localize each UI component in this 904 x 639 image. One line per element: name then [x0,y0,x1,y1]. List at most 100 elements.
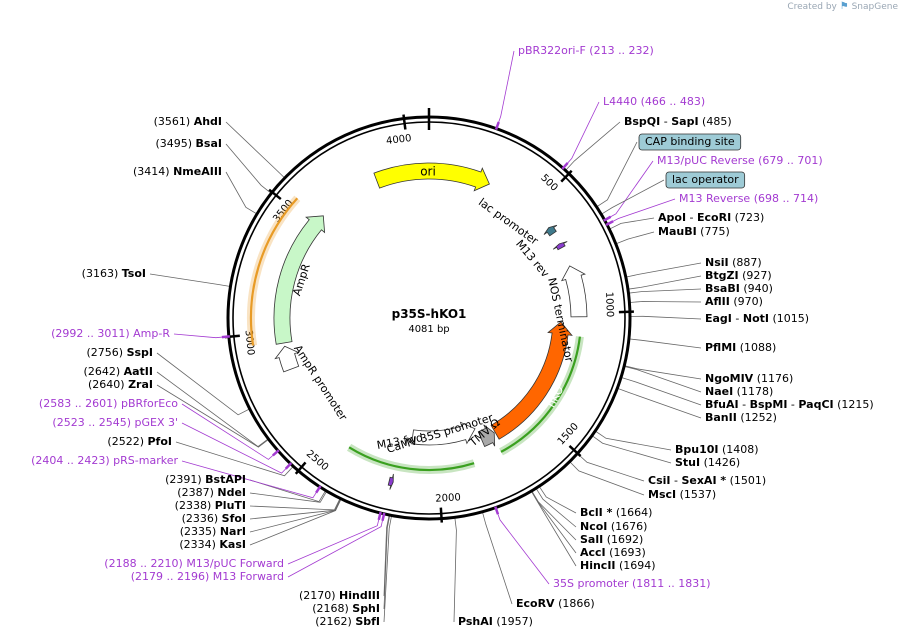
site-pfoi-number: (2522) [107,435,147,448]
leader-apoi [609,217,655,230]
site-hincii: HincII (1694) [580,559,656,572]
leader-sbfi [383,515,392,623]
feature-camv35s [411,421,476,446]
feature-m13-fwd [387,473,394,490]
feature-box-lac-operator [665,171,746,189]
site-csii-number: (1501) [726,474,766,487]
tick-label-500: 500 [538,172,559,193]
primer-mark-m13puc-fwd [377,511,382,521]
primer-mark-m13-reverse [605,220,614,227]
primer-mark-pgex3 [284,462,293,470]
leader-l4440 [562,101,600,169]
leader-m13puc-fwd [287,512,381,565]
site-sbfi-name: SbfI [355,615,380,628]
leader-ncoi [535,487,577,528]
site-naei-name: NaeI [705,385,733,398]
site-bsabi: BsaBI (940) [705,282,773,295]
site-tsoi: (3163) TsoI [82,267,146,280]
primer-l4440-range: (466 .. 483) [641,95,706,108]
tick-label-1000: 1000 [603,292,615,318]
site-pfoi: (2522) PfoI [107,435,172,448]
leader-ecorv [482,511,513,605]
tick-label-1500: 1500 [556,421,581,447]
primer-pgex3-name: pGEX 3' [134,416,178,429]
primer-m13puc-fwd-name: M13/pUC Forward [186,557,284,570]
site-ngomiv-name: NgoMIV [705,372,754,385]
site-bstapi-name: BstAPI [205,473,246,486]
tick-3500 [268,188,282,201]
site-csii: CsiI - SexAI * (1501) [648,474,766,487]
site-ndei-number: (2387) [177,486,217,499]
snapgene-app-name: SnapGene [851,2,898,12]
site-hindiii: (2170) HindIII [299,589,380,602]
tick-2500 [294,461,307,475]
leader-acci [531,490,577,554]
site-aatii-number: (2642) [84,365,124,378]
primer-mark-amp-r [221,335,230,339]
feature-label-ori: ori [420,165,436,179]
site-aatii: (2642) AatII [84,365,153,378]
primer-mark-35s-promoter [494,506,500,515]
site-sbfi: (2162) SbfI [315,615,380,628]
primer-m13puc-rev: M13/pUC Reverse (679 .. 701) [657,154,823,167]
primer-m13-forward-name: M13 Forward [213,570,284,583]
site-banii-number: (1252) [737,411,777,424]
tick-label-4000: 4000 [386,133,413,147]
site-eagi-name: EagI [705,312,732,325]
leader-banii [617,387,702,419]
primer-m13puc-rev-name: M13/pUC Reverse [657,154,758,167]
site-ahdi: (3561) AhdI [154,115,222,128]
site-nari-name: NarI [220,525,246,538]
site-acci-number: (1693) [606,546,646,559]
site-pflmi-number: (1088) [736,341,776,354]
site-hincii-name: HincII [580,559,616,572]
feature-hko [490,321,573,440]
site-bstapi: (2391) BstAPI [165,473,246,486]
site-bsai-number: (3495) [155,137,195,150]
leader-lines [149,50,702,623]
tick-1500 [568,444,582,457]
site-ngomiv: NgoMIV (1176) [705,372,793,385]
site-bfuai: BfuAI - BspMI - PaqCI (1215) [705,398,874,411]
leader-sspi [156,352,250,416]
site-bspqi-name2: SapI [671,115,698,128]
site-aflii: AflII (970) [705,295,763,308]
leader-btgzi [627,275,702,290]
site-bspqi-number: (485) [699,115,732,128]
site-ncoi-name: NcoI [580,520,607,533]
primer-mark-l4440 [561,162,569,170]
leader-bstapi [249,479,327,503]
site-bpu10i-number: (1408) [719,443,759,456]
site-pluti: (2338) PluTI [175,499,246,512]
site-aflii-name: AflII [705,295,730,308]
primer-prs-marker: (2404 .. 2423) pRS-marker [31,454,178,467]
site-nari-number: (2335) [180,525,220,538]
site-aflii-number: (970) [730,295,763,308]
feature-box-cap-binding-site-label: CAP binding site [645,135,735,148]
feature-label-lac-promoter: lac promoter [476,196,541,248]
site-naei-number: (1178) [733,385,773,398]
leader-cap-binding-site [596,141,638,208]
site-eagi-sep: - [732,312,743,325]
site-bpu10i: Bpu10I (1408) [675,443,759,456]
primer-mark-prs-marker [315,485,322,494]
leader-sali [531,490,577,541]
primer-amp-r-name: Amp-R [133,327,170,340]
leader-bpu10i [594,430,672,451]
leader-zrai [156,384,269,448]
leader-bfuai [620,377,702,406]
feature-ampr-promoter [274,345,300,373]
site-zrai-name: ZraI [128,378,153,391]
site-acci-name: AccI [580,546,606,559]
tick-500 [560,169,573,183]
leader-amp-r [173,333,229,339]
leader-hincii [530,490,577,567]
leader-bsabi [628,288,702,294]
site-pflmi-name: PflMI [705,341,736,354]
site-pluti-name: PluTI [215,499,246,512]
site-bfuai-number: (1215) [834,398,874,411]
site-hindiii-number: (2170) [299,589,339,602]
site-sfoi-name: SfoI [222,512,246,525]
